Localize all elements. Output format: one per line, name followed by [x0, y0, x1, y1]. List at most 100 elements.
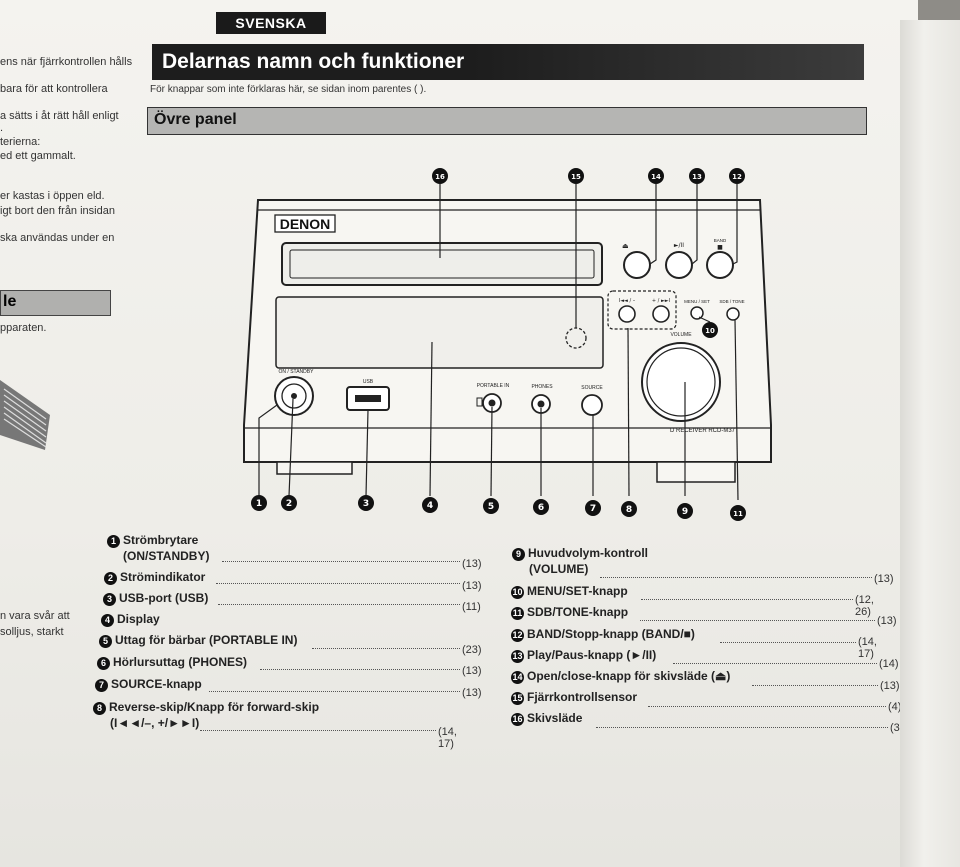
skip-forward-label: + / ►►I [652, 298, 670, 304]
callout-marker [281, 495, 297, 511]
disc-tray [281, 242, 603, 286]
callout-number: 12 [732, 173, 742, 181]
left-text-fragment: n vara svår att [0, 610, 70, 622]
item-label: Play/Paus-knapp (►/II) [527, 648, 657, 662]
left-text-fragment: ens när fjärrkontrollen hålls [0, 56, 133, 68]
source-button [581, 394, 603, 416]
callout-number: 13 [692, 173, 702, 181]
device-diagram: DENON ON / STANDBY USB PORTABLE IN PHONE… [243, 168, 772, 521]
dot-leader [200, 730, 436, 731]
callout-marker [648, 168, 664, 184]
callout-marker [702, 322, 718, 338]
page-ref: (12, 26) [855, 594, 874, 618]
page-ref: (13) [462, 558, 482, 570]
dot-leader [260, 669, 460, 670]
left-text-fragment: ska användas under en [0, 232, 115, 244]
phones-label: PHONES [531, 384, 553, 390]
item-number: 6 [97, 657, 110, 670]
item-number: 10 [511, 586, 524, 599]
page-ref: (13) [880, 680, 900, 692]
callout-markers: 1 2 3 4 5 6 7 8 9 10 11 12 13 14 15 16 [251, 168, 746, 521]
item-number: 7 [95, 679, 108, 692]
callout-number: 8 [626, 505, 632, 515]
leader-lines [258, 184, 739, 501]
page-ref: (14) [879, 658, 899, 670]
eject-button [623, 251, 651, 279]
band-stop-button [706, 251, 734, 279]
item-label: BAND/Stopp-knapp (BAND/■) [527, 627, 695, 641]
item-number: 1 [107, 535, 120, 548]
item-label: Fjärrkontrollsensor [527, 690, 638, 704]
manual-page: SVENSKA Delarnas namn och funktioner För… [0, 0, 918, 867]
skip-back-button [618, 305, 636, 323]
left-text-fragment: igt bort den från insidan [0, 205, 115, 217]
callout-marker [483, 498, 499, 514]
callout-marker [358, 495, 374, 511]
menu-set-label: MENU / SET [684, 299, 710, 304]
item-number: 12 [511, 629, 524, 642]
section-title: Övre panel [154, 111, 237, 128]
item-label: Skivsläde [527, 711, 583, 725]
callout-number: 4 [427, 501, 433, 511]
sdb-tone-label: SDB / TONE [719, 299, 744, 304]
title-note: För knappar som inte förklaras här, se s… [150, 84, 427, 95]
dot-leader [600, 577, 872, 578]
page-ref: (4) [888, 701, 902, 713]
dot-leader [209, 691, 460, 692]
play-pause-button [665, 251, 693, 279]
volume-label: VOLUME [670, 332, 692, 338]
dot-leader [216, 583, 460, 584]
callout-number: 11 [733, 510, 743, 518]
page-title: Delarnas namn och funktioner [162, 50, 465, 73]
section-title-bar: Övre panel [147, 107, 867, 135]
on-standby-label: ON / STANDBY [279, 369, 315, 375]
item-number: 14 [511, 671, 524, 684]
item-number: 13 [511, 650, 524, 663]
display-panel [275, 296, 604, 369]
item-number: 4 [101, 614, 114, 627]
portable-in-label: PORTABLE IN [477, 383, 510, 389]
stop-label: ■ [717, 244, 723, 251]
callout-number: 9 [682, 507, 688, 517]
left-text-fragment: bara för att kontrollera [0, 83, 108, 95]
callout-marker [422, 497, 438, 513]
callout-marker [730, 505, 746, 521]
item-number: 8 [93, 702, 106, 715]
item-number: 5 [99, 635, 112, 648]
item-label: Display [117, 612, 160, 626]
page-ref: (14, 17) [438, 726, 457, 750]
item-number: 16 [511, 713, 524, 726]
callout-marker [432, 168, 448, 184]
callout-marker [621, 501, 637, 517]
list-item-continuation: (I◄◄/–, +/►►I) [110, 716, 200, 730]
brand-logo: DENON [280, 216, 331, 232]
left-section-bar: le [0, 290, 111, 316]
page-ref: (13) [462, 580, 482, 592]
next-page-edge [900, 20, 960, 867]
callout-marker [585, 500, 601, 516]
left-text-fragment: pparaten. [0, 322, 47, 334]
left-text-fragment: terierna: [0, 136, 41, 148]
page-ref: (13) [874, 573, 894, 585]
model-text: D RECEIVER RCD-M37 [670, 428, 736, 434]
page-ref: (14, 17) [858, 636, 877, 660]
item-label: Huvudvolym-kontroll [528, 546, 649, 560]
callout-marker [533, 499, 549, 515]
callout-number: 7 [590, 504, 596, 514]
callout-marker [677, 503, 693, 519]
dot-leader [312, 648, 460, 649]
list-item-continuation: (VOLUME) [529, 562, 589, 576]
page-ref: (13) [462, 665, 482, 677]
band-label: BAND [714, 238, 727, 243]
skip-group [607, 290, 677, 330]
language-tab: SVENSKA [216, 12, 326, 34]
item-number: 11 [511, 607, 524, 620]
dot-leader [648, 706, 886, 707]
